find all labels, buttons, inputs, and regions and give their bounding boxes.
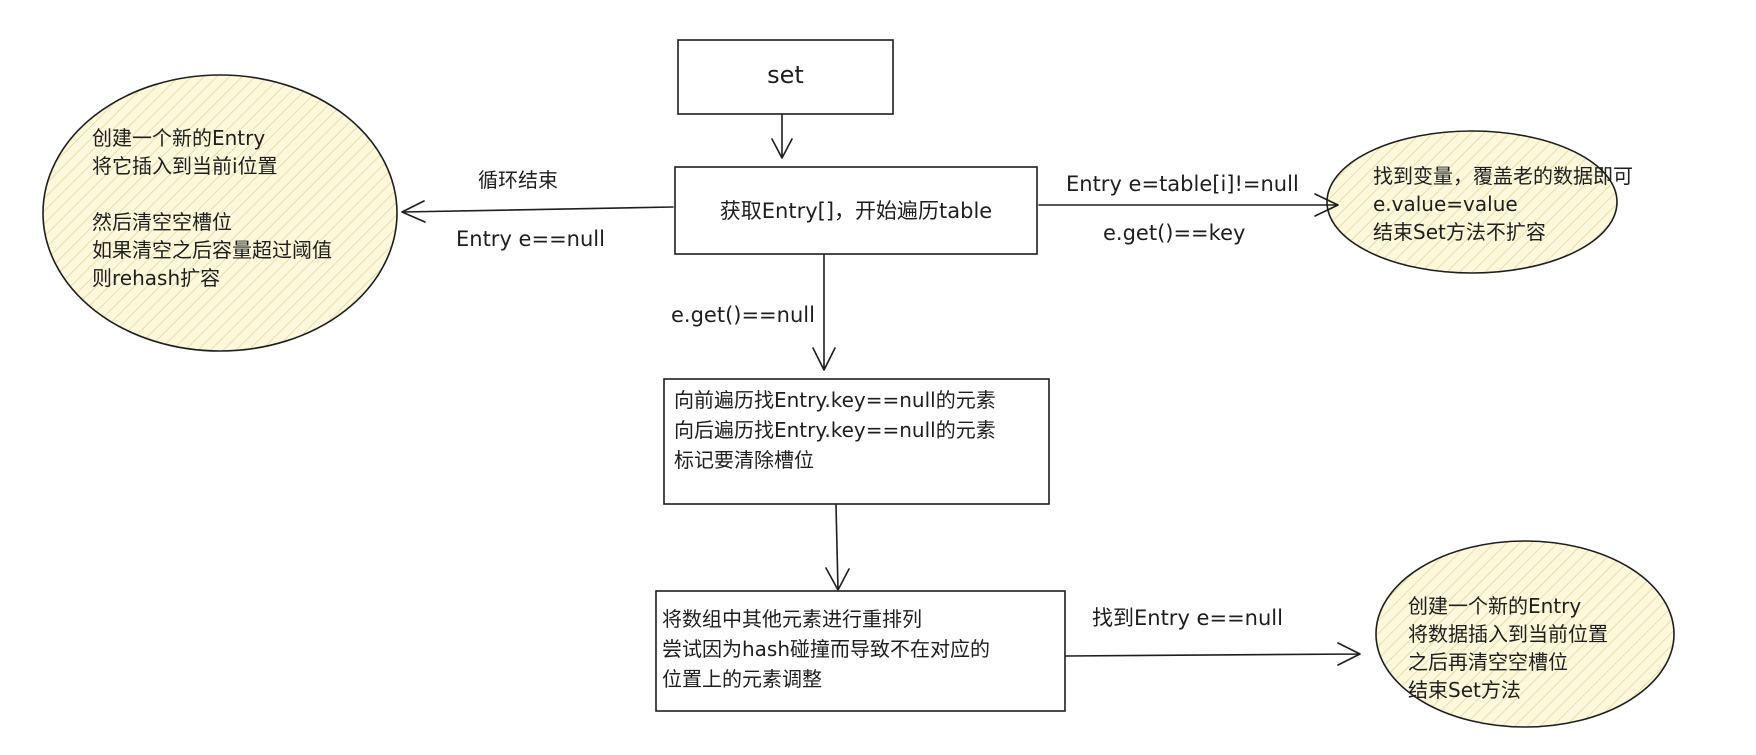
right-bottom-ellipse-line-1: 创建一个新的Entry	[1408, 594, 1582, 618]
edge-label-entry-null-left: Entry e==null	[456, 227, 605, 251]
rearrange-line-3: 位置上的元素调整	[662, 667, 822, 691]
traverse-line-1: 向前遍历找Entry.key==null的元素	[674, 388, 996, 412]
left-ellipse-text: 创建一个新的Entry 将它插入到当前i位置 然后清空空槽位 如果清空之后容量超…	[92, 124, 332, 292]
right-top-ellipse-line-2: e.value=value	[1373, 192, 1518, 216]
set-box-label: set	[767, 61, 804, 89]
arrow-fetch-to-left-ellipse	[401, 200, 674, 223]
fetch-box-shape	[674, 166, 1038, 255]
left-ellipse-line-2: 将它插入到当前i位置	[92, 154, 278, 178]
right-bottom-ellipse-line-2: 将数据插入到当前位置	[1408, 622, 1608, 646]
edge-label-found-entry-null: 找到Entry e==null	[1092, 606, 1283, 630]
right-bottom-ellipse-line-3: 之后再清空空槽位	[1408, 650, 1568, 674]
traverse-box-shape	[663, 378, 1050, 505]
left-ellipse-shape	[42, 74, 398, 352]
rearrange-box-text: 将数组中其他元素进行重排列 尝试因为hash碰撞而导致不在对应的 位置上的元素调…	[662, 604, 990, 694]
arrow-rearrange-to-right-bottom-ellipse	[1065, 642, 1361, 666]
fetch-box-label: 获取Entry[]，开始遍历table	[719, 199, 993, 223]
arrow-fetch-to-right-top-ellipse	[1038, 193, 1339, 217]
right-top-ellipse-line-3: 结束Set方法不扩容	[1373, 220, 1546, 244]
right-top-ellipse-line-1: 找到变量，覆盖老的数据即可	[1373, 164, 1633, 188]
traverse-box-text: 向前遍历找Entry.key==null的元素 向后遍历找Entry.key==…	[674, 385, 996, 475]
right-top-ellipse-shape	[1326, 130, 1618, 274]
edge-label-table-not-null: Entry e=table[i]!=null	[1066, 172, 1299, 196]
left-ellipse-line-6: 则rehash扩容	[92, 266, 221, 290]
right-bottom-ellipse-line-4: 结束Set方法	[1408, 678, 1521, 702]
set-box-shape	[677, 39, 894, 115]
left-ellipse-line-5: 如果清空之后容量超过阈值	[92, 238, 332, 262]
edge-label-get-eq-null: e.get()==null	[671, 303, 815, 327]
left-ellipse-line-3	[92, 180, 332, 208]
right-top-ellipse-text: 找到变量，覆盖老的数据即可 e.value=value 结束Set方法不扩容	[1373, 162, 1633, 246]
arrow-set-to-fetch	[771, 114, 793, 159]
arrow-traverse-to-rearrange	[825, 504, 850, 591]
traverse-line-3: 标记要清除槽位	[674, 448, 814, 472]
left-ellipse-line-4: 然后清空空槽位	[92, 210, 232, 234]
rearrange-line-2: 尝试因为hash碰撞而导致不在对应的	[662, 637, 991, 661]
left-ellipse-line-1: 创建一个新的Entry	[92, 126, 266, 150]
rearrange-box-shape	[655, 590, 1066, 712]
rearrange-line-1: 将数组中其他元素进行重排列	[662, 607, 922, 631]
right-bottom-ellipse-shape	[1375, 540, 1675, 728]
right-bottom-ellipse-text: 创建一个新的Entry 将数据插入到当前位置 之后再清空空槽位 结束Set方法	[1408, 592, 1608, 704]
traverse-line-2: 向后遍历找Entry.key==null的元素	[674, 418, 996, 442]
edge-label-loop-end: 循环结束	[478, 168, 558, 192]
arrow-fetch-to-traverse	[812, 254, 836, 371]
edge-label-get-eq-key: e.get()==key	[1103, 221, 1246, 245]
